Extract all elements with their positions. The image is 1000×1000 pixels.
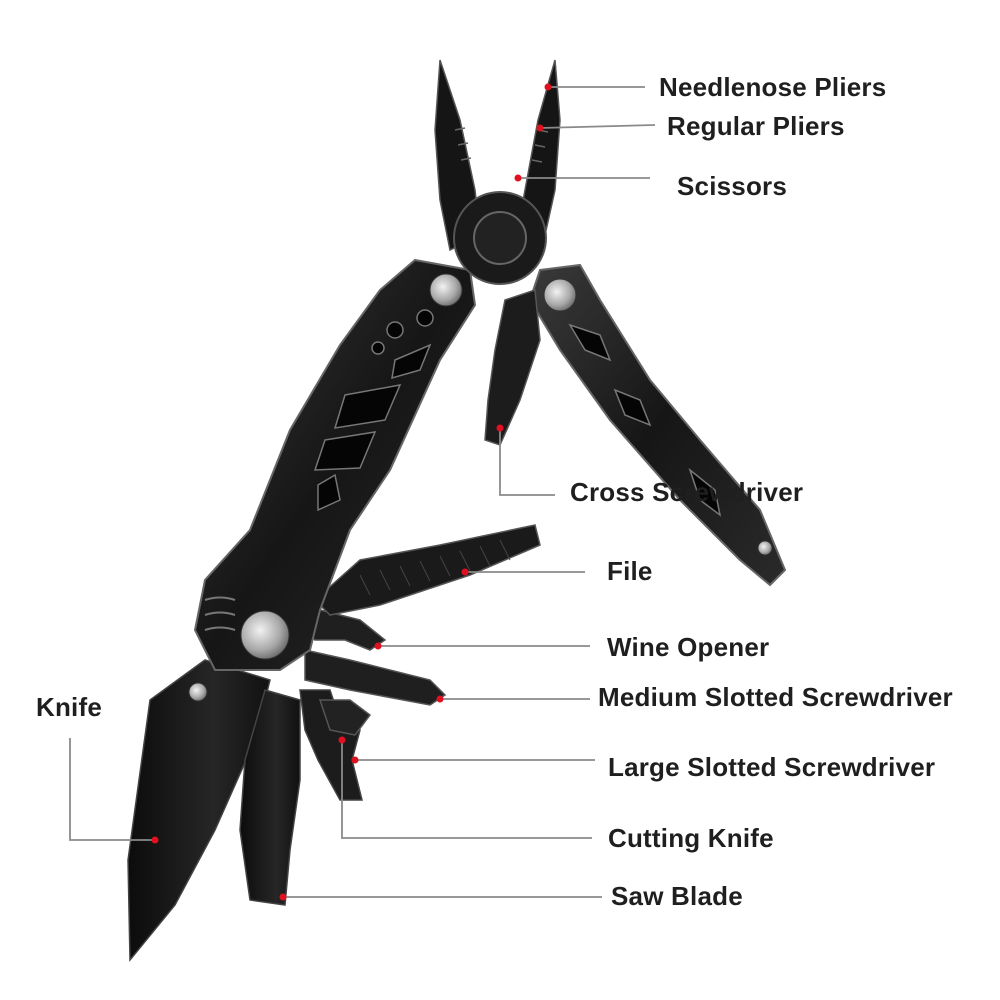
left-handle-cutouts: [313, 309, 434, 512]
dot-cutting-knife: [338, 736, 346, 744]
left-handle-grip-ridges: [204, 596, 236, 631]
marker-dots: [151, 83, 552, 901]
label-medium-slotted-screwdriver: Medium Slotted Screwdriver: [598, 682, 953, 712]
right-handle-cutouts: [568, 323, 722, 517]
label-knife: Knife: [36, 692, 102, 722]
label-cross-screwdriver: Cross Screwdriver: [570, 477, 804, 507]
label-scissors: Scissors: [677, 171, 788, 201]
label-saw-blade: Saw Blade: [611, 881, 743, 911]
saw-blade: [239, 689, 301, 906]
label-file: File: [607, 556, 653, 586]
leader-lines: [69, 86, 656, 898]
label-large-slotted-screwdriver: Large Slotted Screwdriver: [608, 752, 936, 782]
dot-cross-screwdriver: [496, 424, 504, 432]
file-texture: [359, 539, 511, 596]
label-wine-opener: Wine Opener: [607, 632, 770, 662]
screw-right-tip: [757, 540, 773, 556]
label-needlenose-pliers: Needlenose Pliers: [659, 72, 887, 102]
file-tool: [313, 524, 541, 616]
screw-main-pivot: [240, 610, 290, 660]
dot-scissors: [514, 174, 522, 182]
dot-knife: [151, 836, 159, 844]
leader-regular-pliers: [539, 124, 656, 129]
dot-saw-blade: [279, 893, 287, 901]
dot-large-slotted-screwdriver: [351, 756, 359, 764]
leader-cross-screwdriver: [499, 428, 555, 496]
leader-cutting-knife: [341, 740, 592, 839]
label-regular-pliers: Regular Pliers: [667, 111, 845, 141]
right-handle: [528, 263, 787, 587]
leader-knife: [69, 738, 155, 841]
screw-left-upper: [429, 273, 463, 307]
large-slotted-screwdriver: [318, 699, 372, 736]
dot-wine-opener: [374, 642, 382, 650]
screw-knife: [188, 682, 208, 702]
dot-file: [461, 568, 469, 576]
cross-screwdriver-tool: [484, 288, 541, 446]
dot-regular-pliers: [536, 124, 544, 132]
screw-right-upper: [543, 278, 577, 312]
dot-medium-slotted-screwdriver: [436, 695, 444, 703]
pivot-disc-inner: [473, 211, 527, 265]
label-cutting-knife: Cutting Knife: [608, 823, 774, 853]
dot-needlenose-pliers: [544, 83, 552, 91]
